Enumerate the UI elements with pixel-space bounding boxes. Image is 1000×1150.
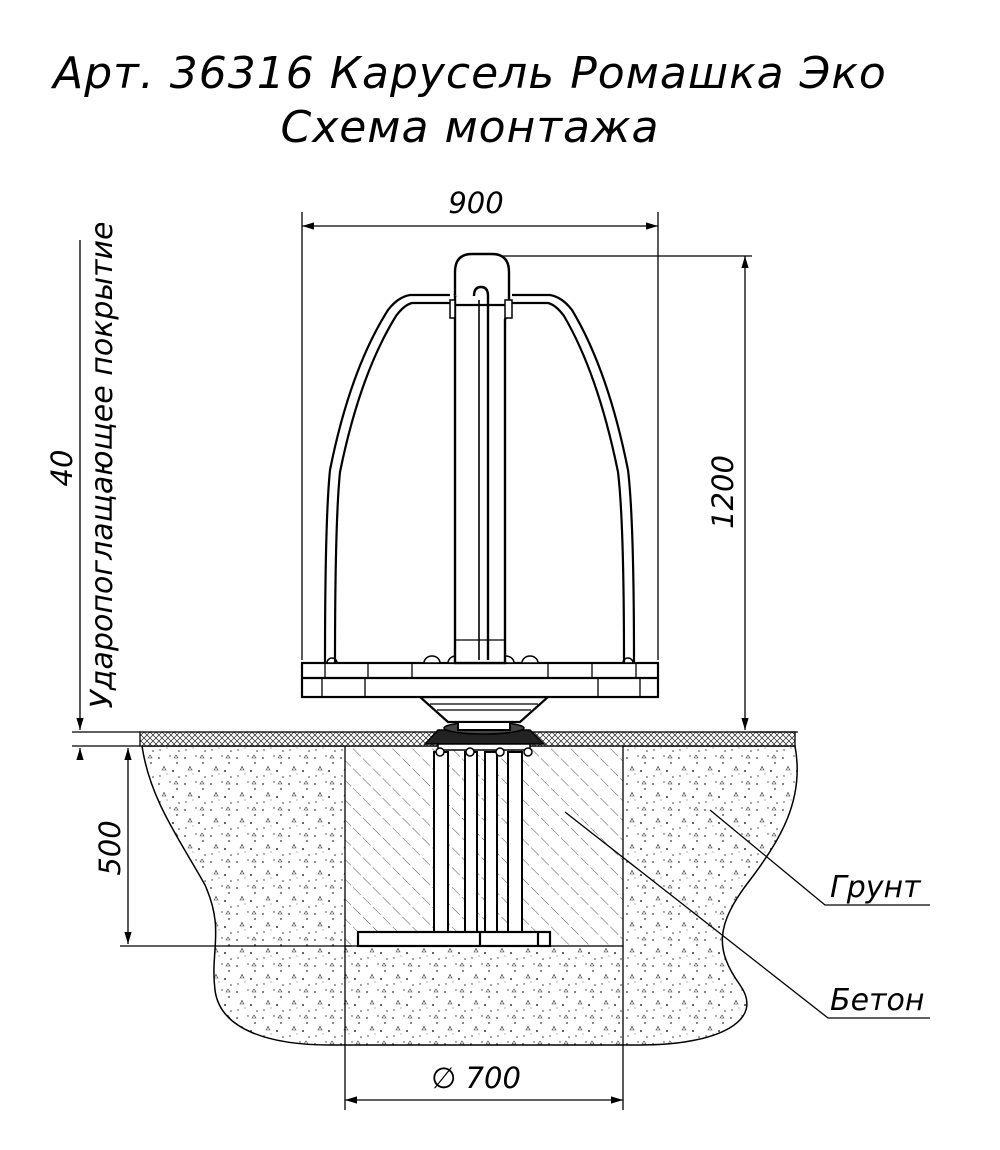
leader-soil [709,809,930,906]
soil-label: Грунт [830,870,922,905]
dim-coating-label: 40 [45,450,79,487]
handle-frame-left [323,293,450,664]
title-line-1: Арт. 36316 Карусель Ромашка Эко [50,48,887,99]
dim-height-label: 1200 [706,455,740,529]
dim-depth-label: 500 [93,820,127,875]
dim-width [301,212,659,660]
concrete-label: Бетон [830,983,924,1018]
platform [300,661,660,699]
central-column [449,252,513,665]
title-line-2: Схема монтажа [280,102,659,153]
dim-diameter [344,946,624,1110]
dim-width-label: 900 [448,186,503,220]
dim-height [500,255,798,733]
dim-diameter-label: ∅ 700 [431,1061,521,1095]
handle-frame-right [512,293,636,664]
dim-depth [120,748,352,947]
anchor-posts [433,751,523,933]
dim-coating [72,240,140,760]
leader-concrete [564,811,930,1019]
coating-label: Ударопоглащающее покрытие [85,222,120,709]
anchor-plate [356,930,552,948]
